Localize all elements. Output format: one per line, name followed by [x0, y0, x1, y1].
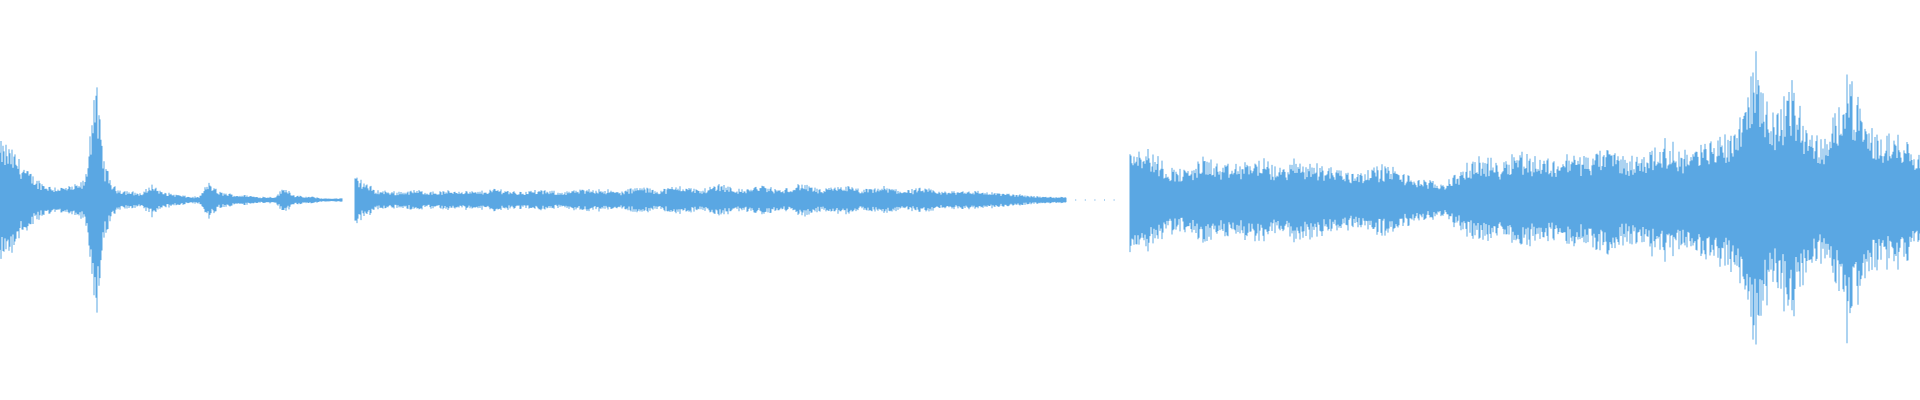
waveform-segment [354, 177, 1067, 224]
waveform-silence-dot [280, 199, 282, 201]
waveform-silence-dot [297, 199, 299, 201]
waveform-silence-dot [328, 199, 330, 201]
waveform-silence-dot [288, 199, 289, 201]
waveform-trace [1129, 51, 1920, 345]
waveform-silence-dot [1104, 199, 1105, 201]
waveform-silence-dot [1075, 199, 1077, 201]
waveform-silence-dot [1113, 199, 1115, 201]
waveform-silence-dot [313, 199, 314, 201]
waveform-silence-dot [1094, 199, 1096, 201]
waveform-silence-dot [320, 199, 322, 201]
waveform-silence-dot [305, 199, 307, 201]
waveform-segment [0, 87, 343, 313]
waveform-silence-dot [1084, 199, 1086, 201]
waveform-segment [1129, 51, 1920, 345]
